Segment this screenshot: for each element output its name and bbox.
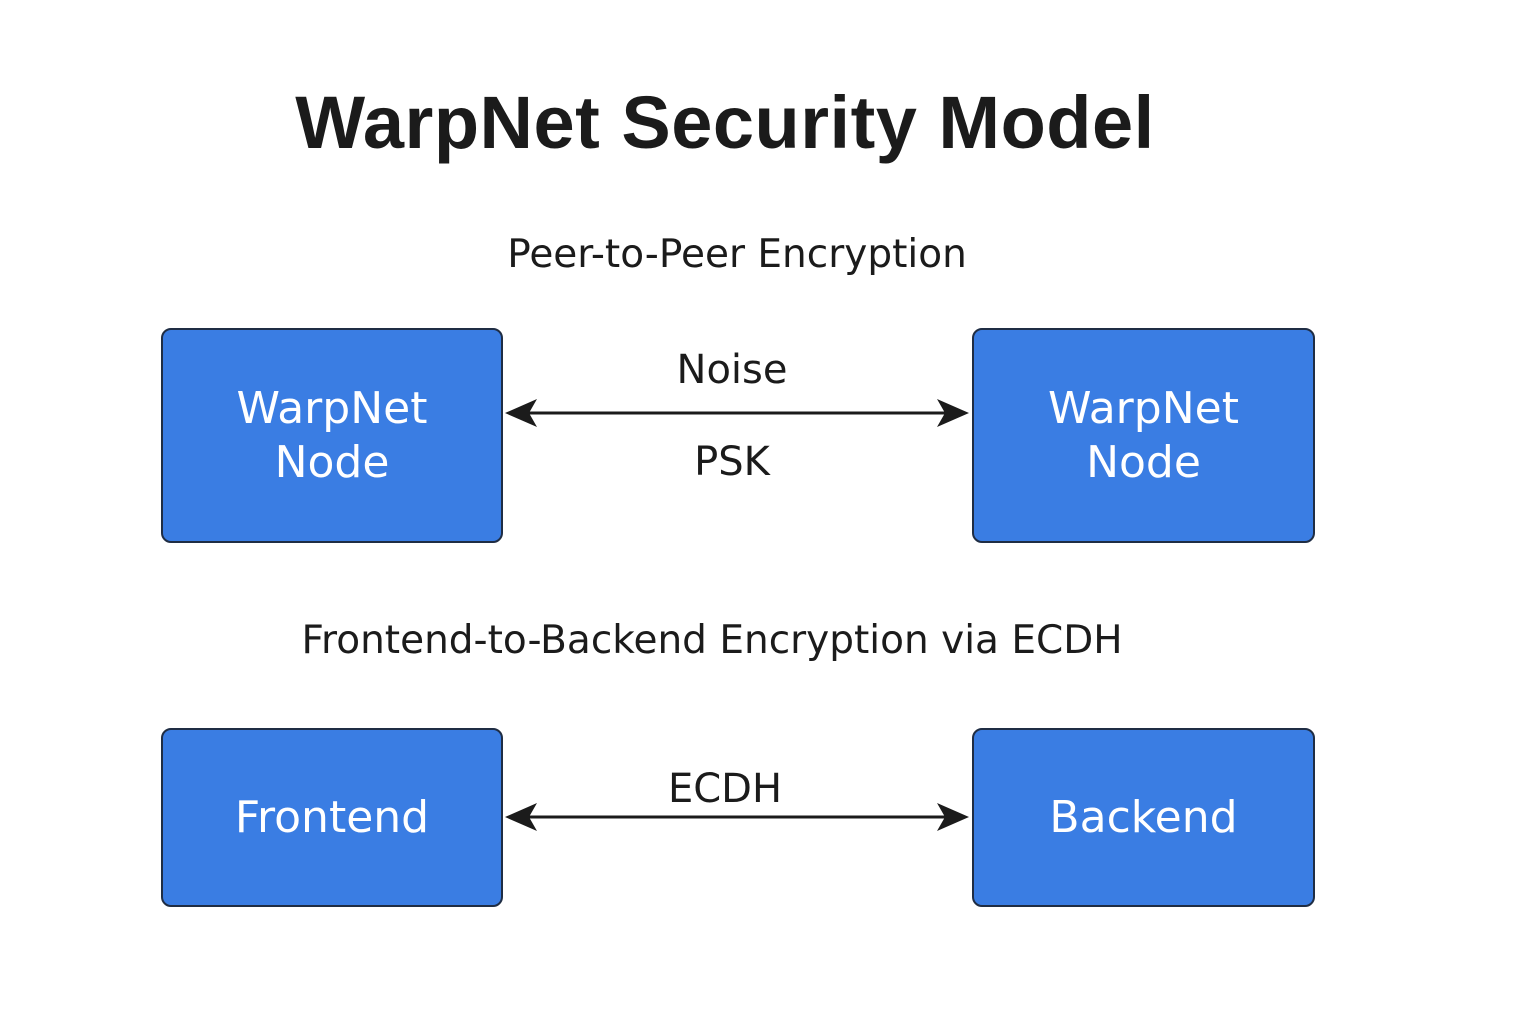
backend-node: Backend	[972, 728, 1315, 907]
section-heading-frontend-backend: Frontend-to-Backend Encryption via ECDH	[301, 618, 1123, 663]
node-label-line-1: WarpNet	[236, 382, 428, 434]
edge-label-noise: Noise	[676, 347, 788, 393]
p2p-bidirectional-arrow	[505, 399, 969, 427]
frontend-node: Frontend	[161, 728, 503, 907]
edge-label-psk: PSK	[694, 439, 770, 485]
warpnet-node-right: WarpNet Node	[972, 328, 1315, 543]
section-heading-p2p: Peer-to-Peer Encryption	[507, 232, 967, 277]
warpnet-node-left: WarpNet Node	[161, 328, 503, 543]
node-label-line-2: Node	[1086, 436, 1201, 488]
arrowhead-right-icon	[937, 803, 969, 831]
arrowhead-left-icon	[505, 803, 537, 831]
arrowhead-left-icon	[505, 399, 537, 427]
ecdh-bidirectional-arrow	[505, 803, 969, 831]
node-label: Frontend	[234, 791, 430, 843]
node-label-line-2: Node	[274, 436, 390, 488]
node-label-line-1: WarpNet	[1048, 382, 1239, 434]
arrowhead-right-icon	[937, 399, 969, 427]
node-label: Backend	[1049, 791, 1238, 843]
diagram-title: WarpNet Security Model	[295, 81, 1155, 164]
edge-label-ecdh: ECDH	[667, 766, 783, 812]
